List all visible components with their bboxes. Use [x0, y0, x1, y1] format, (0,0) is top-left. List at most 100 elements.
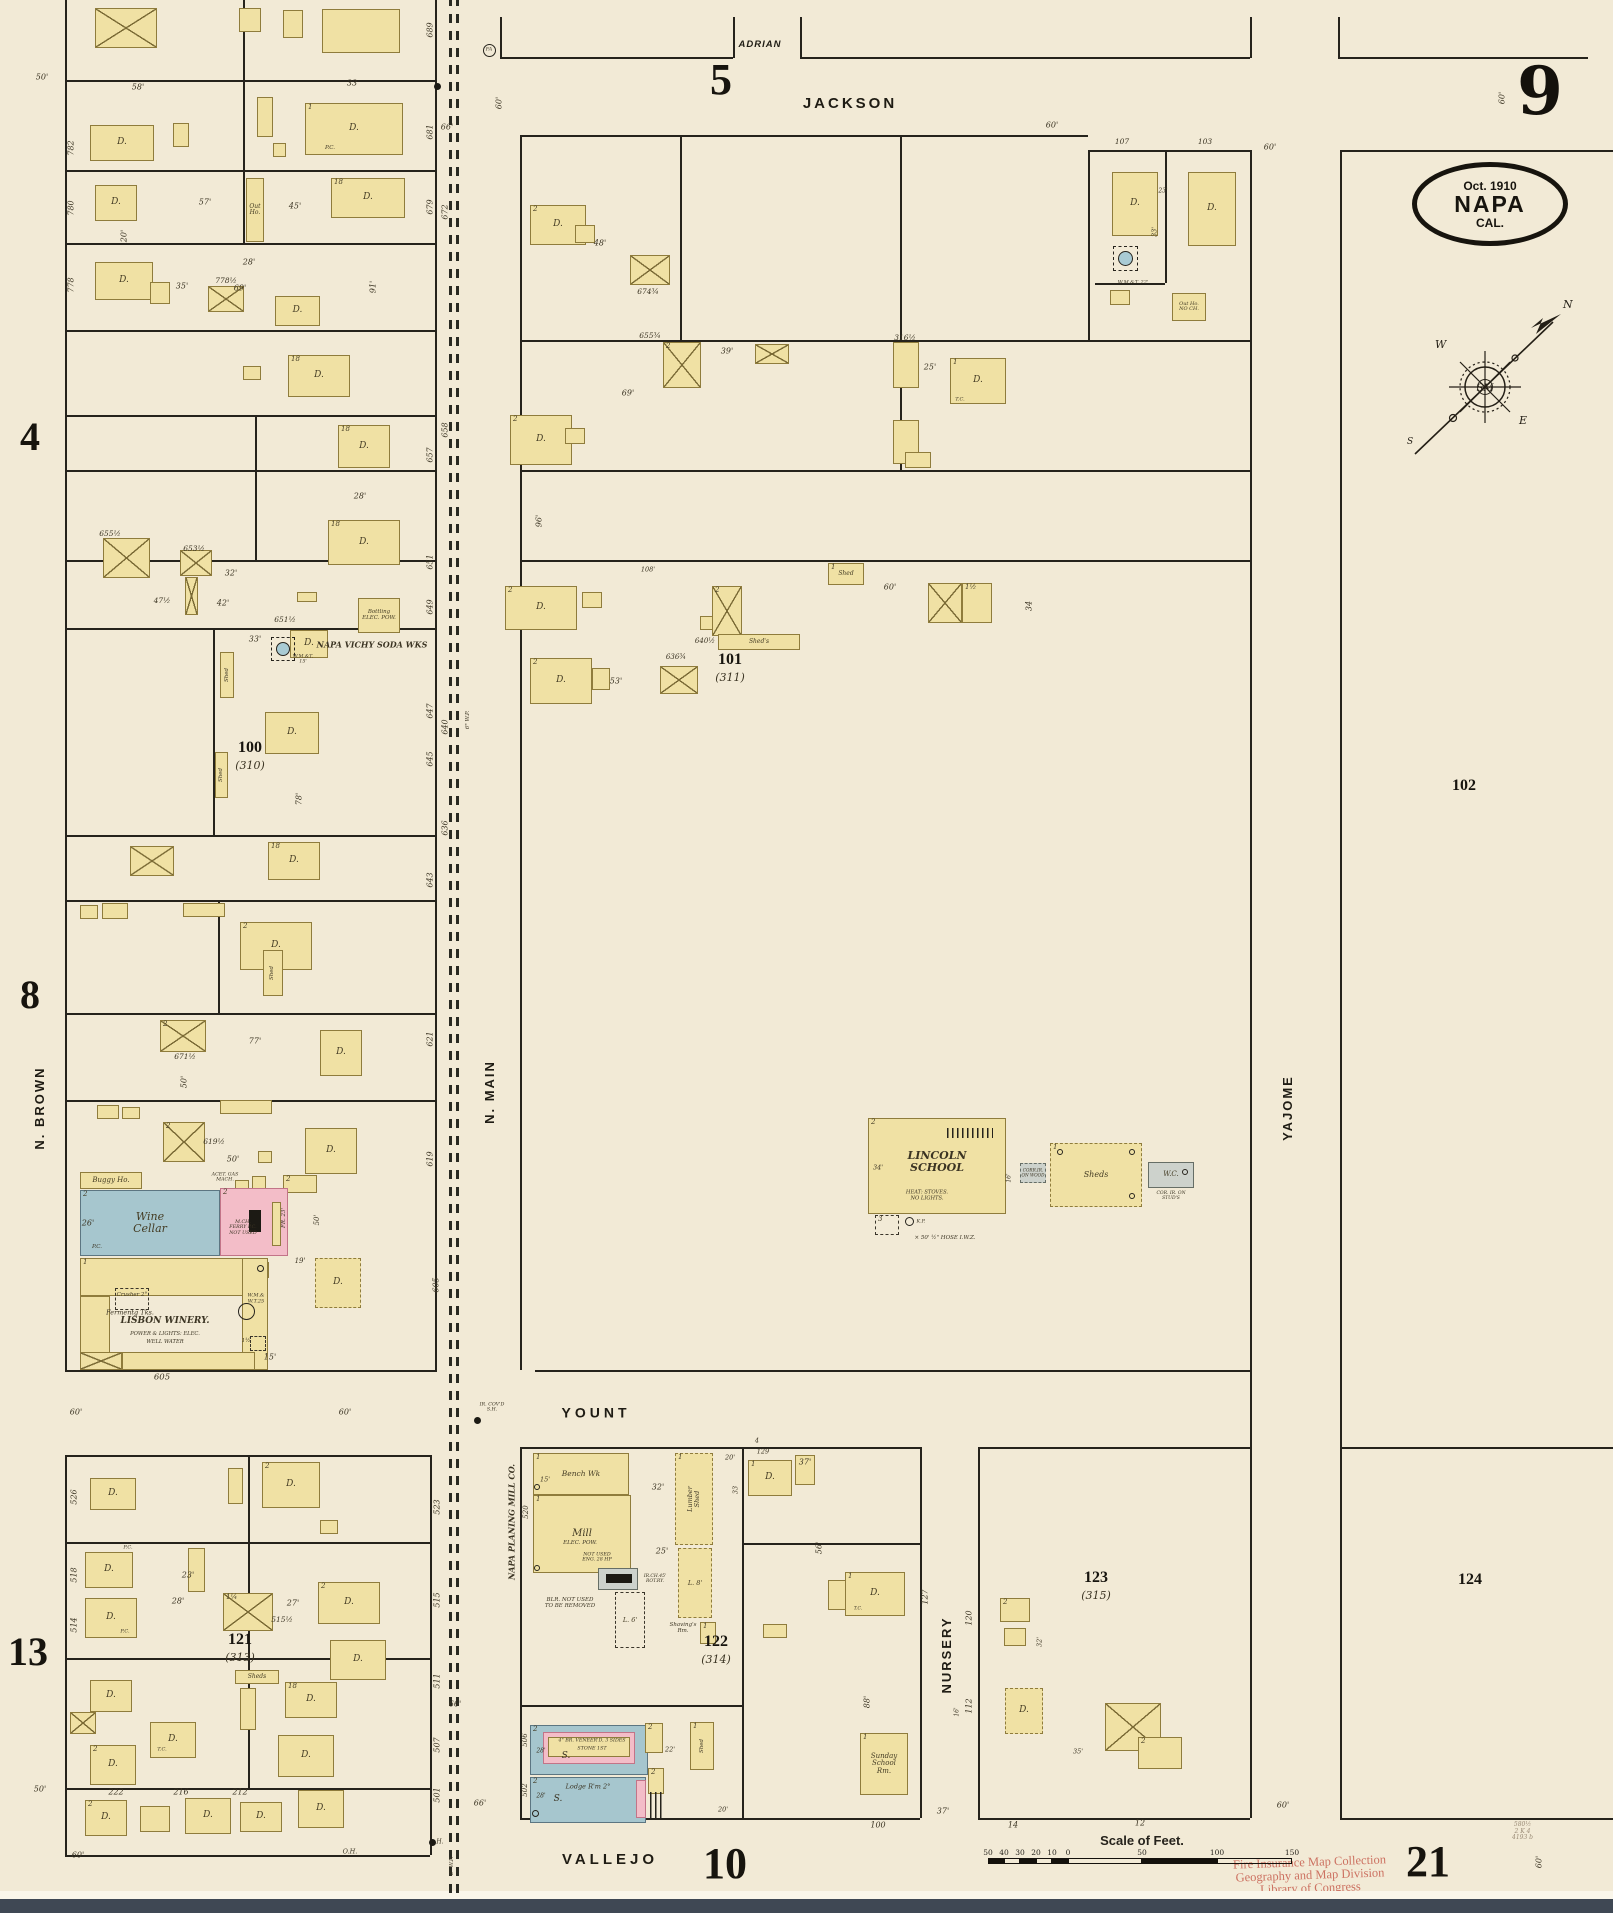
map-label: P.C. [123, 1544, 133, 1551]
map-label: 58' [131, 82, 145, 92]
building [565, 428, 585, 444]
block-line [1095, 283, 1165, 285]
block-line [520, 135, 522, 1370]
dwelling-building: D. [278, 1735, 334, 1777]
title-state: CAL. [1476, 215, 1504, 230]
building: 2 [160, 1020, 206, 1052]
map-label: 103 [1197, 136, 1213, 146]
building-label: D. [333, 1277, 343, 1288]
dwelling-building: D. [240, 1802, 282, 1832]
map-label: 514 [69, 1617, 79, 1633]
title-date: Oct. 1910 [1463, 178, 1517, 193]
map-label: 511 [432, 1673, 442, 1689]
map-label: 77' [248, 1036, 262, 1046]
building-label: D. [203, 1810, 213, 1821]
street-label-adrian: ADRIAN [738, 38, 782, 50]
building: L. 8' [678, 1548, 712, 1618]
block-line [1165, 150, 1167, 283]
map-label: 47½ [153, 595, 171, 605]
map-label: 60' [1263, 142, 1277, 152]
building-label: Out Ho. NO CH. [1179, 300, 1199, 312]
scale-bar-segment [1004, 1858, 1020, 1864]
block-line [65, 0, 67, 1370]
building [630, 255, 670, 285]
block-line [65, 900, 435, 902]
building-label: Bench Wk [561, 1469, 601, 1479]
map-label: 222 [108, 1787, 124, 1797]
story-label: 2 [223, 1188, 228, 1196]
map-label: 506 [521, 1733, 530, 1747]
story-label: 2 [871, 1118, 876, 1126]
building-label: D. [108, 1759, 118, 1770]
block-id-100: 100 [238, 739, 262, 757]
railroad-track-line [449, 0, 452, 1893]
dwelling-building: D. [90, 1680, 132, 1712]
map-label: 16' [953, 1707, 961, 1717]
block-line [65, 1013, 435, 1015]
map-label: 50' [179, 1075, 189, 1089]
building [928, 583, 962, 623]
block-line [65, 1658, 430, 1660]
dwelling-building: D. [315, 1258, 361, 1308]
story-label: 1 [953, 358, 958, 366]
building-label: W.C. [1163, 1170, 1179, 1179]
story-label: 18 [334, 178, 343, 186]
svg-text:S: S [1407, 437, 1413, 447]
map-label: 50' [313, 1214, 322, 1226]
map-label: 778 [66, 277, 76, 293]
dwelling-building: D. [330, 1640, 386, 1680]
block-line [1250, 17, 1252, 58]
utility-dot-icon [473, 1416, 481, 1424]
story-label: 18 [331, 520, 340, 528]
block-line [742, 1447, 744, 1818]
map-label: 50' [33, 1784, 47, 1794]
building [263, 950, 283, 996]
building [272, 1202, 281, 1246]
lisbon-winery-building: 1 [80, 1258, 252, 1296]
block-line [65, 628, 435, 630]
building-label: D. [536, 434, 546, 445]
building: Shed's [718, 634, 800, 650]
building-label: D. [304, 638, 314, 649]
map-label: 507 [432, 1737, 442, 1753]
block-line [65, 170, 435, 172]
block-line [243, 0, 245, 243]
story-label: 2 [648, 1723, 653, 1731]
map-label: 120 [964, 1610, 974, 1626]
penciled-note: 580½ 2 K 4 4193 b [1512, 1821, 1534, 1842]
scan-edge [0, 1891, 1613, 1899]
building-label: D. [287, 727, 297, 738]
block-line [430, 1455, 432, 1855]
block-line [1088, 150, 1090, 340]
map-label: 66' [473, 1798, 487, 1808]
map-label: (315) [1081, 1588, 1111, 1602]
dwelling-building: D. [320, 1030, 362, 1076]
dwelling-building: D.2 [262, 1462, 320, 1508]
block-line [435, 0, 437, 1370]
map-label: 50' [35, 72, 49, 82]
story-label: 2 [1141, 1737, 1146, 1745]
building [70, 1712, 96, 1734]
napa-vichy-soda-label: NAPA VICHY SODA WKS [316, 639, 428, 650]
building [122, 1352, 255, 1370]
story-label: 2 [533, 658, 538, 666]
building [795, 1455, 815, 1485]
adjacent-sheet-number-8: 8 [20, 972, 40, 1017]
story-label: 1 [83, 1258, 88, 1266]
building-label: L. 8' [687, 1578, 703, 1587]
scale-bar-segment [988, 1858, 1004, 1864]
story-label: 18 [288, 1682, 297, 1690]
block-line [1088, 150, 1250, 152]
story-label: 2 [533, 1725, 538, 1733]
building: 2 [712, 586, 742, 636]
map-label: 502 [521, 1783, 530, 1797]
block-line [520, 340, 1250, 342]
svg-text:W: W [1435, 338, 1448, 351]
building [297, 592, 317, 602]
map-label: (311) [715, 670, 745, 684]
dwelling-building: D.2 [318, 1582, 380, 1624]
building-label: D. [1019, 1705, 1029, 1716]
dwelling-building: D.18 [288, 355, 350, 397]
